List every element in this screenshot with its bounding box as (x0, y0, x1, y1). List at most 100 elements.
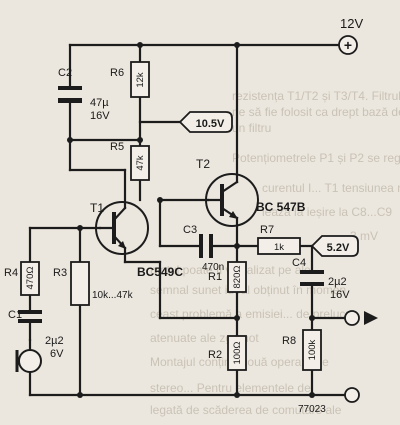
transistor-t1: T1 BC549C (90, 201, 183, 279)
c1-ref: C1 (8, 309, 22, 321)
resistor-r8: 100k R8 (282, 329, 322, 371)
bg-line-2: ne să fie folosit ca drept bază de timp (232, 105, 400, 119)
test-point-5v2: 5.2V (310, 235, 359, 257)
r3-ref: R3 (53, 267, 67, 279)
junction (234, 315, 240, 321)
c2-value: 47µ (90, 97, 109, 109)
bg-line-1: rezistența T1/T2 și T3/T4. Filtrul poa- (232, 89, 400, 103)
c3-ref: C3 (183, 224, 197, 236)
capacitor-c3: C3 470n (183, 224, 224, 273)
bg-line-5: curentul I... T1 tensiunea maximă de (262, 181, 400, 195)
ground-terminal-icon (344, 387, 360, 403)
c4-plate-top (300, 270, 324, 274)
resistor-r7: 1k R7 (257, 224, 301, 255)
c4-ref: C4 (292, 257, 306, 269)
junction (77, 392, 83, 398)
c3-value: 470n (202, 262, 224, 273)
junction (234, 392, 240, 398)
junction (77, 225, 83, 231)
bg-line-3: un filtru (232, 121, 271, 135)
c1-plate-top (18, 310, 42, 314)
r2-value: 100Ω (232, 342, 243, 365)
tp2-voltage: 5.2V (327, 242, 350, 254)
junction (137, 42, 143, 48)
r6-ref: R6 (110, 67, 124, 79)
r4-ref: R4 (4, 267, 18, 279)
bg-line-9: semnal sunet ideal obținut în momen (150, 283, 346, 297)
t1-type: BC549C (137, 265, 183, 279)
c2-voltage: 16V (90, 110, 110, 122)
t1-ref: T1 (90, 201, 104, 215)
t2-emitter-arrow-icon (229, 211, 238, 219)
output-terminal (344, 310, 378, 326)
supply-terminal: + 12V (338, 16, 363, 55)
resistor-r3: R3 10k...47k (53, 261, 134, 306)
bg-line-13: stereo... Pentru elementele de (150, 381, 311, 395)
resistor-r1: 820Ω R1 (208, 261, 247, 293)
r4-value: 470Ω (25, 267, 36, 290)
r2-ref: R2 (208, 349, 222, 361)
r5-body (130, 145, 150, 181)
c1-voltage: 6V (50, 348, 64, 360)
resistor-r2: 100Ω R2 (208, 335, 247, 371)
c2-plate-bottom (58, 98, 82, 103)
output-arrow-icon (364, 311, 378, 325)
transistor-t2: T2 BC 547B (196, 157, 306, 227)
r8-ref: R8 (282, 335, 296, 347)
r6-value: 12k (135, 72, 146, 88)
r5-value: 47k (135, 155, 146, 171)
c3-plate-right (209, 234, 213, 258)
resistor-r6: 12k R6 (110, 61, 150, 98)
junction (234, 243, 240, 249)
r1-value: 820Ω (232, 266, 243, 289)
bg-line-4: Potențiometrele P1 și P2 se reglează (232, 151, 400, 165)
junction (157, 197, 163, 203)
c4-value: 2µ2 (328, 276, 347, 288)
t1-emitter-arrow-icon (118, 241, 126, 249)
r7-ref: R7 (260, 224, 274, 236)
junctions (67, 42, 315, 398)
bg-line-14: legată de scăderea de comutare ale (150, 403, 342, 417)
resistor-r5: 47k R5 (110, 141, 150, 181)
c2-plate-top (58, 86, 82, 90)
r1-body (227, 261, 247, 293)
junction (137, 137, 143, 143)
t1-collector-lead (112, 206, 127, 222)
supply-symbol: + (344, 37, 352, 53)
r7-value: 1k (274, 242, 284, 253)
c2-ref: C2 (58, 67, 72, 79)
bg-line-6: lează la ieșire la C8...C9 (262, 205, 392, 219)
capacitor-c4: C4 2µ2 16V (292, 257, 350, 301)
resistor-r4: 470Ω R4 (4, 261, 40, 296)
r8-body (302, 329, 322, 371)
c3-plate-left (199, 234, 203, 258)
junction (234, 42, 240, 48)
t2-envelope (205, 173, 259, 227)
junction (309, 315, 315, 321)
tp1-tag-icon (178, 111, 233, 133)
r3-body (70, 261, 90, 306)
output-terminal-icon (344, 310, 360, 326)
capacitor-c1: C1 2µ2 6V (8, 309, 64, 360)
r7-body (257, 237, 301, 255)
t2-collector-lead (220, 180, 239, 194)
supply-voltage-label: 12V (340, 16, 363, 31)
r1-ref: R1 (208, 271, 222, 283)
test-point-10v5: 10.5V (178, 111, 233, 133)
c1-value: 2µ2 (45, 335, 64, 347)
c1-plate-bottom (18, 319, 42, 323)
junction (67, 137, 73, 143)
r4-body (20, 261, 40, 296)
ground-terminal: 77023 (298, 387, 360, 415)
r3-value: 10k...47k (92, 290, 134, 301)
r5-ref: R5 (110, 141, 124, 153)
c4-plate-bottom (300, 282, 324, 286)
t2-ref: T2 (196, 157, 210, 171)
t1-envelope (95, 201, 149, 255)
t2-type: BC 547B (256, 200, 306, 214)
junction (309, 392, 315, 398)
c4-voltage: 16V (330, 289, 350, 301)
microphone (15, 338, 42, 373)
r6-body (130, 61, 150, 98)
